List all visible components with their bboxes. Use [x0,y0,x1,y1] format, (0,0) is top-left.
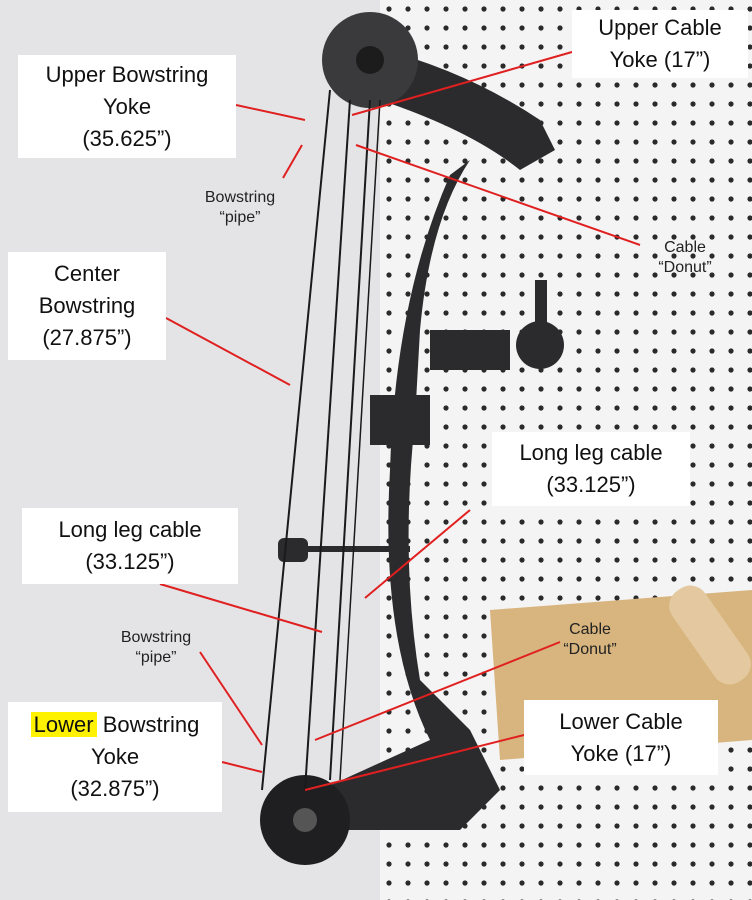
label-line: Yoke (17”) [570,740,672,766]
label-line: Upper Bowstring [45,61,209,87]
label-line: Long leg cable [519,440,663,465]
label-upper-bowstring-pipe: Bowstring “pipe” [190,188,290,228]
label-upper-cable-yoke: Upper Cable Yoke (17”) [572,10,748,78]
label-lower-bowstring-yoke: Lower Bowstring Yoke (32.875”) [8,702,222,812]
label-value: (32.875”) [70,776,160,801]
label-line: Yoke [102,93,152,119]
label-line: Lower Cable [559,708,683,734]
label-long-leg-cable-right: Long leg cable (33.125”) [492,432,690,506]
label-long-leg-cable-left: Long leg cable (33.125”) [22,508,238,584]
label-lower-cable-donut: Cable “Donut” [540,620,640,660]
label-upper-cable-donut: Cable “Donut” [635,238,735,278]
upper-cam [322,12,418,108]
label-line: Yoke (17”) [609,47,711,72]
label-line: Center [53,261,121,286]
label-line: “Donut” [658,259,712,276]
leader-lines [159,51,641,791]
label-value: (27.875”) [42,325,132,350]
label-value: (33.125”) [85,549,175,574]
label-line: Bowstring [38,293,136,318]
label-center-bowstring: Center Bowstring (27.875”) [8,252,166,360]
label-upper-bowstring-yoke: Upper Bowstring Yoke (35.625”) [18,55,236,158]
label-text: Bowstring [96,712,200,737]
highlighted-word: Lower [30,712,97,737]
label-line: “pipe” [219,209,261,226]
label-line: Upper Cable [598,15,722,40]
label-line: Bowstring [204,189,276,206]
lower-cam [260,775,350,865]
label-lower-bowstring-pipe: Bowstring “pipe” [106,628,206,668]
label-line: Lower Bowstring [8,709,222,741]
strings-and-cables [261,89,381,791]
label-line: Cable [664,239,706,256]
label-line: Yoke [90,744,140,769]
label-line: Cable [569,621,611,638]
label-lower-cable-yoke: Lower Cable Yoke (17”) [524,700,718,775]
label-value: (33.125”) [546,472,636,497]
label-line: Bowstring [120,629,192,646]
label-line: “pipe” [135,649,177,666]
label-value: (35.625”) [82,125,172,151]
label-line: “Donut” [563,641,617,658]
wooden-dowel [669,585,751,685]
label-line: Long leg cable [58,517,202,542]
